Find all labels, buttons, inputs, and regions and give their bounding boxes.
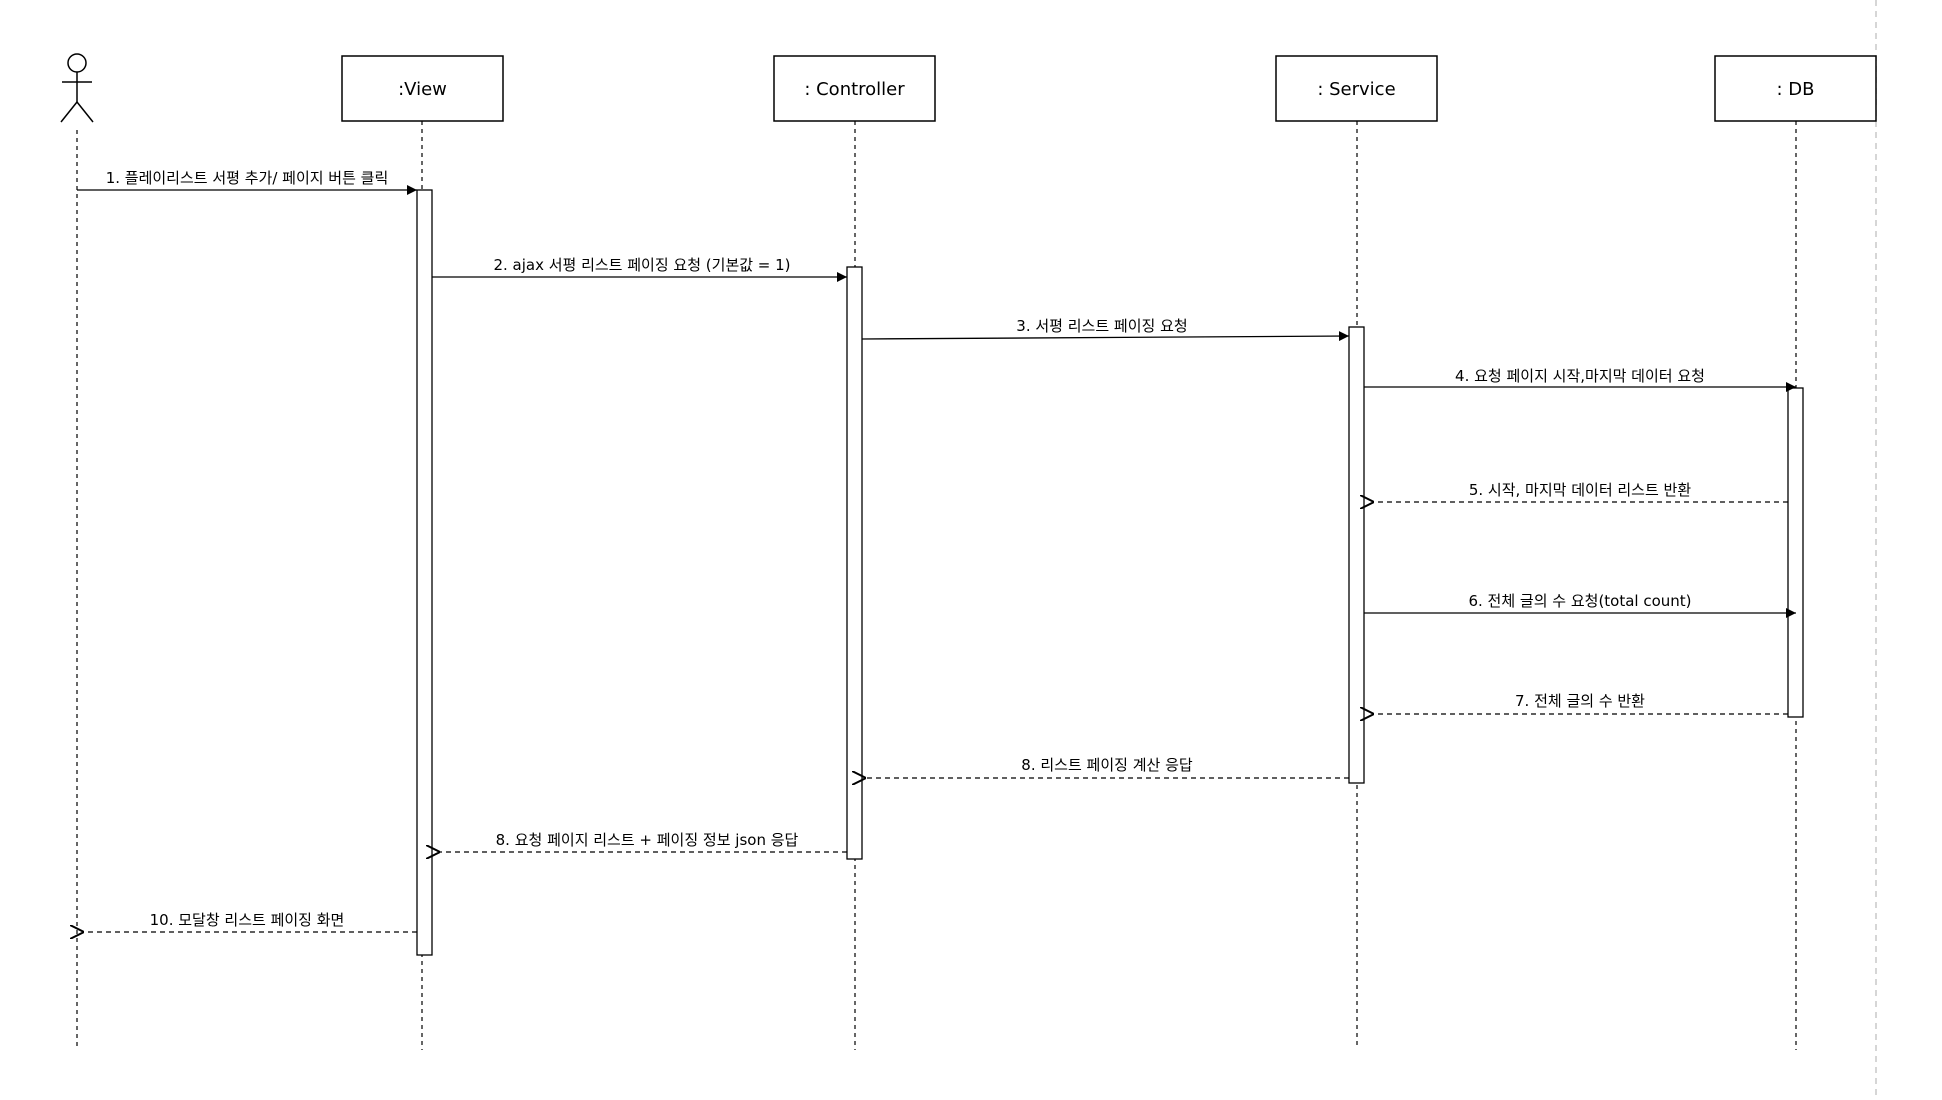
message-label: 6. 전체 글의 수 요청(total count) — [1468, 592, 1691, 610]
participant-service: : Service — [1275, 55, 1438, 122]
participant-view: :View — [341, 55, 504, 122]
message-label: 1. 플레이리스트 서평 추가/ 페이지 버튼 클릭 — [106, 169, 389, 187]
participant-label: : Service — [1317, 79, 1395, 100]
activation-controller — [846, 266, 863, 860]
message-7: 7. 전체 글의 수 반환 — [1374, 692, 1788, 714]
participant-label: :View — [398, 79, 447, 100]
activation-db — [1787, 387, 1804, 718]
message-label: 2. ajax 서평 리스트 페이징 요청 (기본값 = 1) — [493, 256, 790, 274]
participant-label: : Controller — [804, 79, 905, 100]
message-2: 2. ajax 서평 리스트 페이징 요청 (기본값 = 1) — [432, 256, 847, 282]
message-label: 10. 모달창 리스트 페이징 화면 — [150, 911, 345, 929]
message-label: 5. 시작, 마지막 데이터 리스트 반환 — [1469, 481, 1692, 499]
message-5: 5. 시작, 마지막 데이터 리스트 반환 — [1374, 481, 1788, 502]
message-label: 8. 요청 페이지 리스트 + 페이징 정보 json 응답 — [496, 831, 799, 849]
message-1: 1. 플레이리스트 서평 추가/ 페이지 버튼 클릭 — [77, 169, 417, 195]
message-3: 3. 서평 리스트 페이징 요청 — [861, 317, 1350, 342]
message-8: 8. 리스트 페이징 계산 응답 — [866, 756, 1349, 778]
participant-label: : DB — [1777, 79, 1815, 100]
activation-service — [1348, 326, 1365, 784]
message-9: 8. 요청 페이지 리스트 + 페이징 정보 json 응답 — [440, 831, 847, 852]
message-label: 7. 전체 글의 수 반환 — [1515, 692, 1645, 710]
message-10: 10. 모달창 리스트 페이징 화면 — [84, 911, 417, 932]
participant-controller: : Controller — [773, 55, 936, 122]
actor-icon — [60, 53, 94, 123]
message-6: 6. 전체 글의 수 요청(total count) — [1364, 592, 1796, 618]
message-4: 4. 요청 페이지 시작,마지막 데이터 요청 — [1364, 367, 1796, 392]
message-label: 3. 서평 리스트 페이징 요청 — [1016, 317, 1187, 335]
participant-db: : DB — [1714, 55, 1877, 122]
message-label: 4. 요청 페이지 시작,마지막 데이터 요청 — [1455, 367, 1705, 385]
message-label: 8. 리스트 페이징 계산 응답 — [1021, 756, 1193, 774]
activation-view — [416, 189, 433, 956]
